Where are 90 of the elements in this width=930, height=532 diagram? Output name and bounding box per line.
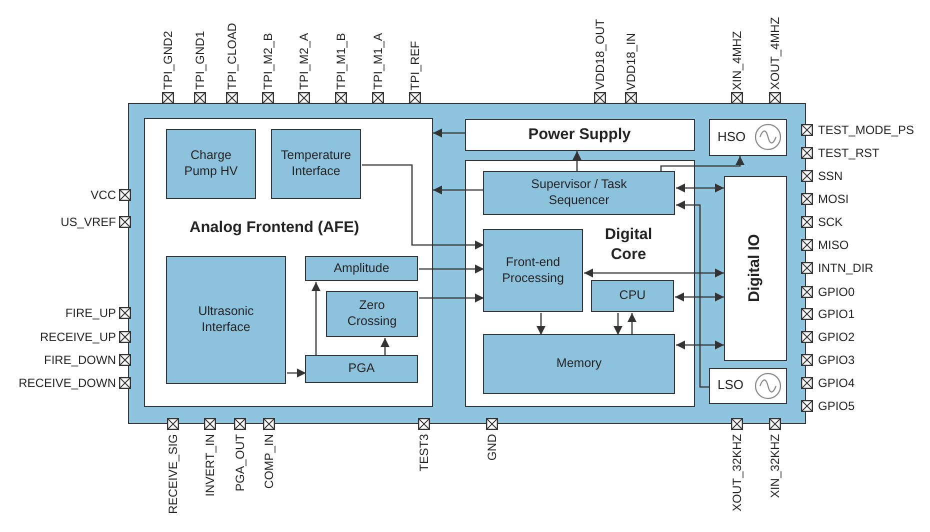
arrow bbox=[312, 282, 320, 356]
pin-name: TEST3 bbox=[417, 434, 431, 472]
block-label: Power Supply bbox=[528, 124, 631, 144]
pin-name: TPI_M2_A bbox=[297, 33, 311, 90]
pin-name: TPI_GND2 bbox=[161, 31, 175, 90]
block-label: Supervisor / Task Sequencer bbox=[530, 177, 628, 209]
pin-name: SCK bbox=[818, 215, 843, 229]
pin-name: VCC bbox=[90, 188, 116, 202]
function-block bbox=[166, 256, 286, 384]
function-block bbox=[724, 176, 786, 360]
pin-name: GPIO2 bbox=[818, 330, 855, 344]
function-block bbox=[305, 256, 418, 281]
pin-name: MOSI bbox=[818, 192, 849, 206]
pin-name: INVERT_IN bbox=[203, 434, 217, 496]
arrow bbox=[536, 313, 546, 335]
arrow bbox=[676, 200, 709, 388]
arrow bbox=[287, 368, 306, 378]
pin-name: TPI_REF bbox=[408, 40, 422, 90]
block-label: CPU bbox=[619, 288, 646, 304]
function-block bbox=[305, 355, 418, 383]
pin-name: US_VREF bbox=[60, 215, 116, 229]
block-label: Front-end Processing bbox=[501, 254, 565, 286]
function-block bbox=[326, 291, 418, 337]
arrow bbox=[584, 268, 724, 278]
arrow bbox=[419, 294, 484, 302]
pin-name: MISO bbox=[818, 238, 849, 252]
block-label: Temperature Interface bbox=[280, 148, 352, 180]
pin-name: COMP_IN bbox=[262, 434, 276, 489]
pin-name: GPIO4 bbox=[818, 376, 855, 390]
pin-name: XOUT_32KHZ bbox=[730, 434, 744, 512]
pin-name: XIN_32KHZ bbox=[768, 434, 782, 498]
pin-name: TEST_RST bbox=[818, 146, 880, 160]
pin-name: GPIO5 bbox=[818, 399, 855, 413]
block-label: HSO bbox=[718, 128, 746, 146]
arrow bbox=[675, 292, 724, 302]
function-block bbox=[483, 229, 583, 312]
block-label: Charge Pump HV bbox=[183, 148, 239, 180]
arrow bbox=[419, 264, 484, 274]
block-label: Ultrasonic Interface bbox=[197, 304, 255, 336]
pin-name: PGA_OUT bbox=[233, 434, 247, 492]
block-label: Digital IO bbox=[745, 234, 764, 302]
pin-name: XIN_4MHZ bbox=[730, 30, 744, 90]
arrow bbox=[660, 156, 744, 172]
pin-name: INTN_DIR bbox=[818, 261, 874, 275]
arrow bbox=[614, 313, 622, 335]
function-block bbox=[483, 334, 675, 394]
arrow bbox=[380, 338, 390, 356]
function-block bbox=[271, 129, 361, 199]
pin-name: TPI_M1_A bbox=[371, 33, 385, 90]
pin-name: FIRE_UP bbox=[65, 306, 116, 320]
region-title: Analog Frontend (AFE) bbox=[190, 218, 360, 238]
function-block bbox=[166, 129, 256, 199]
arrow bbox=[628, 313, 636, 335]
pin-name: GPIO3 bbox=[818, 353, 855, 367]
arrow bbox=[433, 128, 465, 138]
pin-name: GPIO0 bbox=[818, 285, 855, 299]
pin-name: RECEIVE_DOWN bbox=[18, 376, 116, 390]
arrow bbox=[362, 164, 484, 250]
pin-name: FIRE_DOWN bbox=[44, 353, 116, 367]
block-label: PGA bbox=[348, 361, 375, 377]
block-label: Memory bbox=[556, 356, 602, 372]
pin-name: GPIO1 bbox=[818, 307, 855, 321]
arrow bbox=[433, 186, 484, 194]
pin-name: TPI_M2_B bbox=[261, 33, 275, 90]
block-label: Amplitude bbox=[334, 260, 390, 276]
function-block bbox=[464, 118, 694, 150]
function-block bbox=[483, 171, 675, 215]
arrow bbox=[676, 340, 724, 350]
pin-name: TEST_MODE_PS bbox=[818, 123, 914, 137]
pin-name: VDD18_OUT bbox=[593, 19, 607, 90]
block-label: LSO bbox=[718, 377, 744, 394]
pin-name: VDD18_IN bbox=[624, 32, 638, 90]
pin-name: GND bbox=[485, 434, 499, 461]
pin-name: RECEIVE_SIG bbox=[166, 434, 180, 514]
block-label: Zero Crossing bbox=[346, 298, 398, 330]
oscillator-block bbox=[708, 118, 786, 156]
pin-name: TPI_GND1 bbox=[193, 31, 207, 90]
oscillator-block bbox=[708, 368, 786, 404]
pin-name: RECEIVE_UP bbox=[40, 330, 116, 344]
chip-package bbox=[128, 103, 806, 424]
pin-name: SSN bbox=[818, 169, 843, 183]
function-block bbox=[591, 280, 674, 312]
arrow bbox=[676, 184, 724, 192]
pin-name: XOUT_4MHZ bbox=[768, 17, 782, 90]
block-region bbox=[144, 118, 432, 406]
pin-name: TPI_CLOAD bbox=[225, 23, 239, 90]
arrow bbox=[572, 151, 582, 172]
pin-name: TPI_M1_B bbox=[334, 33, 348, 90]
block-region bbox=[464, 160, 694, 406]
region-title: Digital Core bbox=[604, 224, 654, 265]
